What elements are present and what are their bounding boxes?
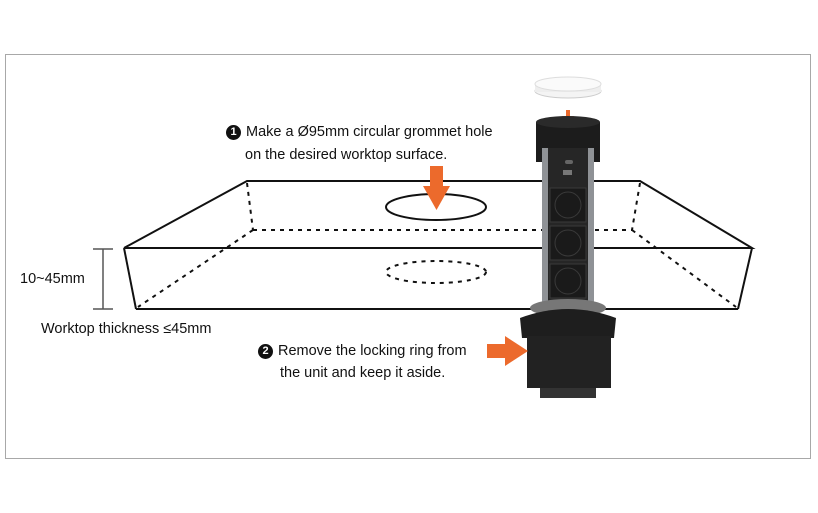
worktop-front-left-edge: [123, 247, 137, 310]
ring-arrow-icon: [487, 336, 528, 366]
hole-bottom-outline: [385, 260, 487, 284]
pop-up-socket-unit: [520, 76, 616, 398]
step2-instruction: 2 Remove the locking ring from: [258, 341, 467, 362]
step1-line2: on the desired worktop surface.: [245, 147, 448, 163]
step1-line1: Make a Ø95mm circular grommet hole: [246, 124, 493, 140]
step2-line2: the unit and keep it aside.: [280, 365, 446, 381]
thickness-caption: Worktop thickness ≤45mm: [41, 321, 212, 337]
diagram-frame: [5, 54, 811, 459]
thickness-dimension: [93, 248, 113, 310]
step1-instruction: 1 Make a Ø95mm circular grommet hole: [226, 122, 493, 143]
step2-line1: Remove the locking ring from: [278, 343, 467, 359]
step1-number-badge: 1: [226, 125, 241, 140]
step2-number-badge: 2: [258, 344, 273, 359]
worktop-front-right-edge: [737, 247, 753, 310]
hole-arrow-icon: [423, 166, 450, 210]
thickness-range-label: 10~45mm: [20, 271, 85, 287]
